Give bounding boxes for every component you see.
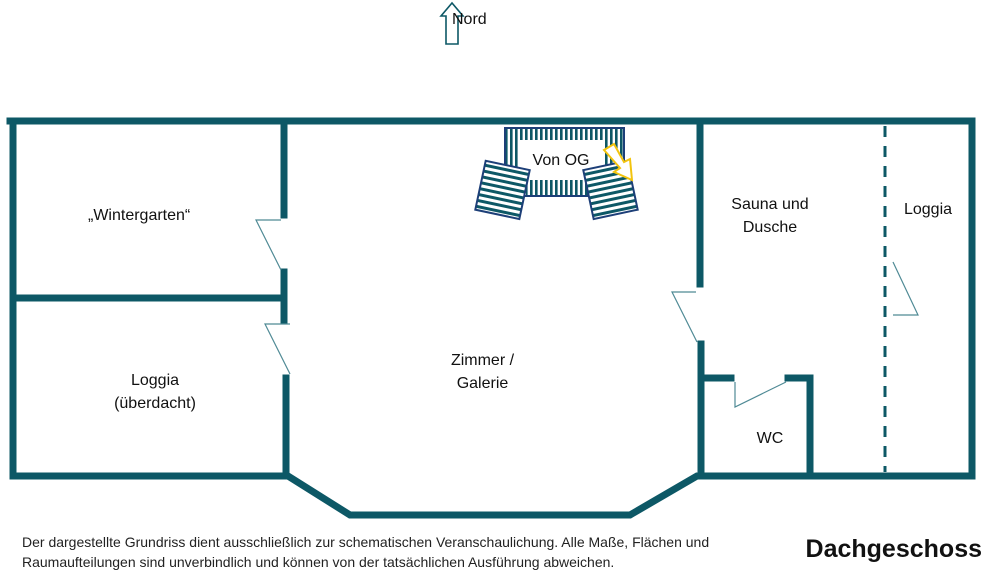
room-label: Loggia <box>130 372 180 389</box>
stairs-label: Von OG <box>532 152 590 169</box>
stair-direction-arrow-icon <box>602 142 634 182</box>
floor-title: Dachgeschoss <box>805 535 982 563</box>
room-label: (überdacht) <box>114 395 196 412</box>
room-label: Zimmer / <box>450 352 515 369</box>
room-sauna: Sauna und Dusche <box>715 193 825 239</box>
staircase <box>474 127 639 221</box>
room-loggia-covered: Loggia (überdacht) <box>100 369 210 415</box>
disclaimer-line: Der dargestellte Grundriss dient ausschl… <box>22 534 710 550</box>
room-zimmer-galerie: Zimmer / Galerie <box>430 349 535 395</box>
room-label: Galerie <box>456 375 509 392</box>
north-label: Nord <box>452 11 487 28</box>
room-wc: WC <box>756 430 784 447</box>
walls <box>6 117 976 519</box>
room-label: Dusche <box>742 219 798 236</box>
room-loggia-right: Loggia <box>903 201 953 218</box>
disclaimer-line: Raumaufteilungen sind unverbindlich und … <box>22 554 615 570</box>
room-wintergarten: „Wintergarten“ <box>88 207 191 224</box>
disclaimer: Der dargestellte Grundriss dient ausschl… <box>22 532 709 572</box>
doors <box>255 219 919 408</box>
room-label: Sauna und <box>731 196 809 213</box>
north-arrow-icon <box>439 1 465 45</box>
